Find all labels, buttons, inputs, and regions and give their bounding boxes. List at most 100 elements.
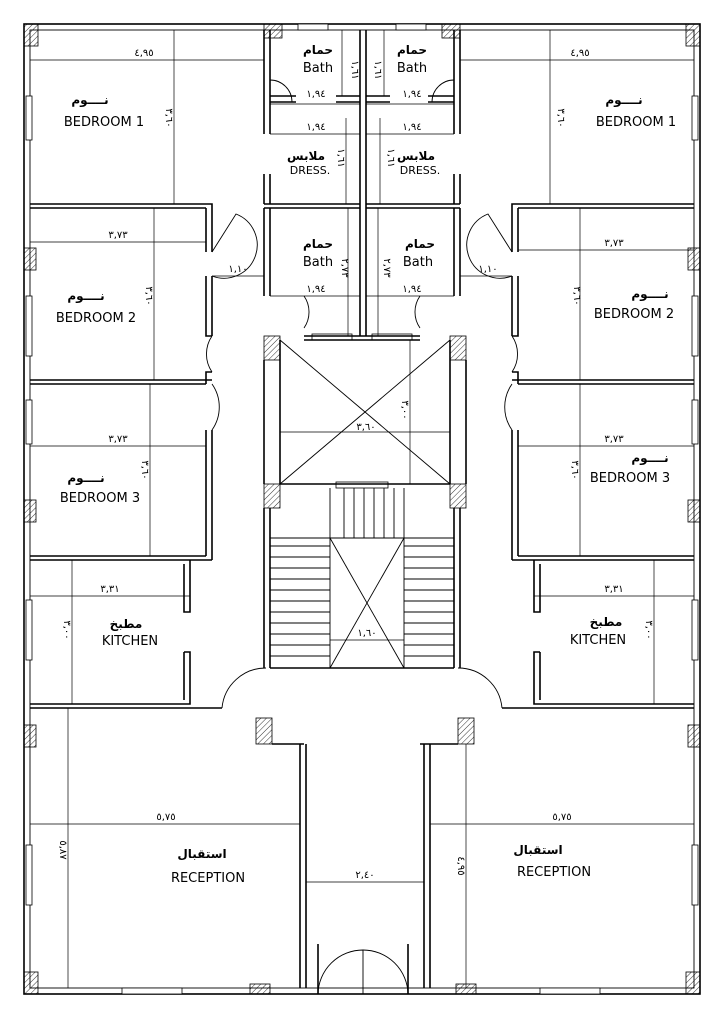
dim-kitchen-height-right: ٣,٠٠	[643, 620, 654, 639]
dim-kitchen-height-left: ٣,٠٠	[61, 620, 72, 639]
window	[25, 399, 33, 445]
room-bedroom3-right: BEDROOM 3	[590, 471, 670, 486]
column	[23, 247, 37, 271]
dim-bath-mid-height-left: ٢,٧٣	[339, 258, 350, 278]
room-bedroom3-right-ar: نــــوم	[631, 451, 668, 466]
room-bath-tr: Bath	[397, 61, 427, 76]
column	[23, 971, 39, 995]
window	[691, 95, 699, 141]
dim-shaft-height: ٣,٠٠	[399, 400, 410, 419]
room-bedroom1-left: BEDROOM 1	[64, 115, 144, 130]
window	[691, 399, 699, 445]
dim-bed3-height-right: ٣,٦٠	[569, 460, 580, 479]
dim-dress-width-right: ١,٩٤	[402, 122, 421, 133]
window	[25, 295, 33, 357]
room-bath-mid-right-ar: حمام	[405, 237, 435, 252]
column	[685, 971, 701, 995]
outer-wall-inner-line	[29, 29, 695, 989]
room-dress-left-ar: ملابس	[287, 149, 325, 163]
doors	[206, 79, 518, 995]
column	[685, 23, 701, 47]
column	[687, 499, 701, 523]
room-bath-mid-left: Bath	[303, 255, 333, 270]
column	[263, 23, 283, 39]
stairs	[270, 488, 454, 669]
column	[687, 247, 701, 271]
window	[691, 599, 699, 661]
dimension-labels: ٤,٩٥ ٤,٩٥ ٣,٦٠ ٣,٦٠ ١,٦١ ١,٦١ ١,٩٤ ١,٩٤ …	[57, 48, 654, 881]
outer-wall-line	[23, 23, 701, 995]
room-bath-tr-ar: حمام	[397, 43, 427, 58]
column	[449, 335, 467, 361]
window	[25, 95, 33, 141]
dim-reception-width-right: ٥,٧٥	[552, 812, 571, 823]
room-kitchen-right: KITCHEN	[570, 633, 626, 648]
room-kitchen-left: KITCHEN	[102, 634, 158, 649]
window	[691, 844, 699, 906]
room-bedroom2-left-ar: نــــوم	[67, 289, 104, 304]
room-bath-tl-ar: حمام	[303, 43, 333, 58]
room-bedroom3-left-ar: نــــوم	[67, 471, 104, 486]
room-bedroom1-left-ar: نــــوم	[71, 93, 108, 108]
window	[311, 333, 353, 341]
column	[23, 724, 37, 748]
window	[691, 295, 699, 357]
room-dress-left: DRESS.	[290, 164, 331, 177]
column	[255, 717, 273, 745]
dim-bed2-width-left: ٣,٧٣	[108, 230, 128, 241]
dim-bath-mid-height-right: ٢,٧٣	[381, 258, 392, 278]
column	[263, 483, 281, 509]
window	[25, 599, 33, 661]
room-labels: نــــوم BEDROOM 1 نــــوم BEDROOM 1 حمام…	[56, 43, 676, 886]
dim-dress-height-right: ١,٦١	[385, 148, 396, 167]
dim-bed2-height-right: ٣,٦٠	[571, 286, 582, 305]
stair-treads-right	[404, 545, 454, 657]
room-reception-left-ar: استقبال	[177, 847, 226, 861]
dim-dress-width-left: ١,٩٤	[306, 122, 325, 133]
columns	[23, 23, 701, 995]
dim-bath-height-tr: ١,٦١	[372, 60, 383, 79]
column	[263, 335, 281, 361]
dim-bath-width-tl: ١,٩٤	[306, 89, 325, 100]
stair-treads-top	[343, 488, 395, 538]
room-bedroom2-right-ar: نــــوم	[631, 287, 668, 302]
interior-walls	[30, 30, 694, 994]
dim-bath-mid-width-left: ١,٩٤	[306, 284, 325, 295]
room-kitchen-left-ar: مطبخ	[110, 617, 143, 631]
dim-reception-width-left: ٥,٧٥	[156, 812, 175, 823]
column	[457, 717, 475, 745]
dim-bed3-height-left: ٣,٦٠	[139, 460, 150, 479]
window	[539, 987, 601, 995]
dim-kitchen-width-right: ٣,٣١	[604, 584, 623, 595]
dimension-lines	[30, 30, 694, 988]
dim-bed1-height-left: ٣,٦٠	[163, 108, 174, 127]
room-bedroom2-right: BEDROOM 2	[594, 307, 674, 322]
room-reception-right: RECEPTION	[517, 865, 591, 880]
dim-reception-height-right: ٤,٩٥	[455, 856, 466, 875]
dim-bath-mid-width-right: ١,٩٤	[402, 284, 421, 295]
dim-bed1-width-left: ٤,٩٥	[134, 48, 153, 59]
room-bedroom1-right-ar: نــــوم	[605, 93, 642, 108]
column	[249, 983, 271, 995]
dim-bed3-width-left: ٣,٧٣	[108, 434, 128, 445]
dim-reception-height-left: ٥,٨٧	[57, 840, 68, 860]
room-dress-right: DRESS.	[400, 164, 441, 177]
room-kitchen-right-ar: مطبخ	[590, 615, 623, 629]
dim-bed1-width-right: ٤,٩٥	[570, 48, 589, 59]
room-bath-tl: Bath	[303, 61, 333, 76]
column	[23, 23, 39, 47]
window	[25, 844, 33, 906]
dim-kitchen-width-left: ٣,٣١	[100, 584, 119, 595]
dim-bath-width-tr: ١,٩٤	[402, 89, 421, 100]
dim-bed2-width-right: ٣,٧٣	[604, 238, 624, 249]
column	[687, 724, 701, 748]
window	[121, 987, 183, 995]
dim-shaft-width: ٣,٦٠	[356, 422, 375, 433]
room-bedroom1-right: BEDROOM 1	[596, 115, 676, 130]
light-shaft	[279, 339, 451, 485]
stair-treads-left	[270, 545, 330, 657]
dim-bed3-width-right: ٣,٧٣	[604, 434, 624, 445]
dim-bed2-height-left: ٣,٦٠	[143, 286, 154, 305]
window	[335, 481, 389, 489]
